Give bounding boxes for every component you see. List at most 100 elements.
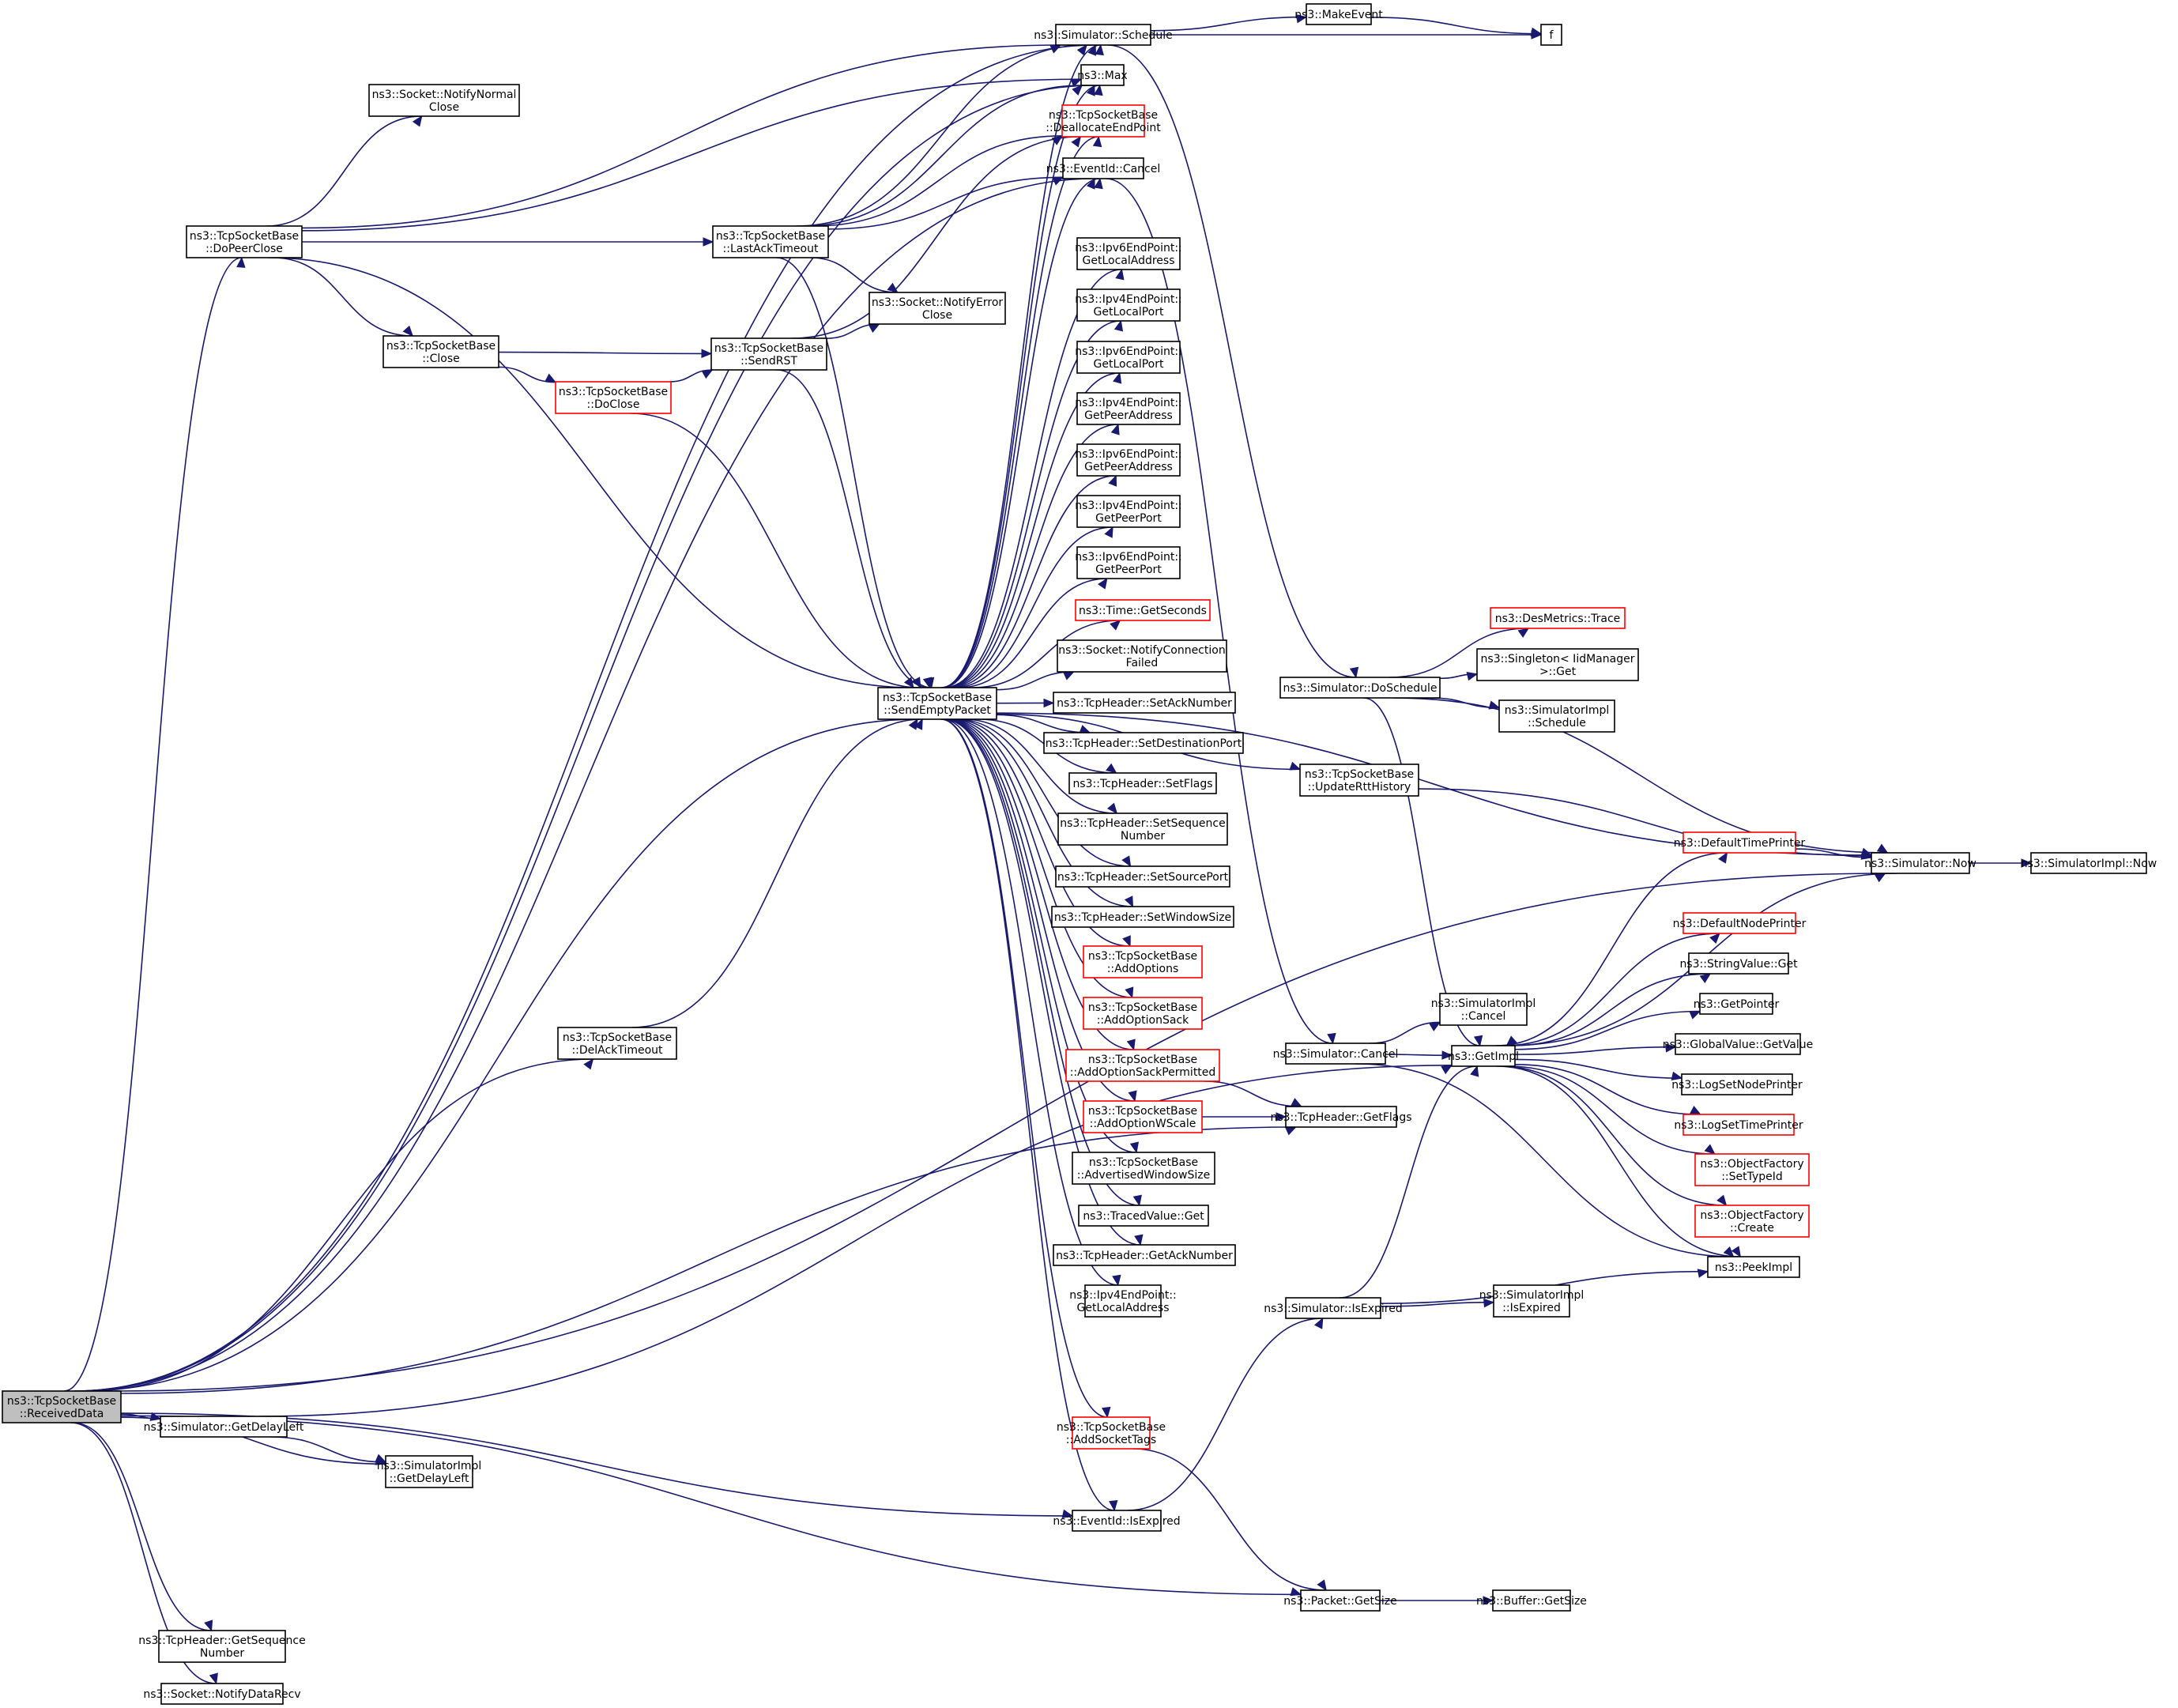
node-box[interactable] — [385, 1455, 473, 1488]
node-box[interactable] — [1076, 392, 1181, 425]
node-box[interactable] — [1490, 607, 1626, 629]
node-getflags[interactable]: ns3::TcpHeader::GetFlags — [1270, 1106, 1412, 1128]
node-box[interactable] — [1076, 288, 1181, 322]
node-box[interactable] — [1707, 1256, 1800, 1278]
node-implgetdelayleft[interactable]: ns3::SimulatorImpl::GetDelayLeft — [377, 1455, 482, 1488]
node-tracedget[interactable]: ns3::TracedValue::Get — [1078, 1205, 1209, 1227]
node-box[interactable] — [368, 84, 520, 117]
node-desmetrics[interactable]: ns3::DesMetrics::Trace — [1490, 607, 1626, 629]
node-box[interactable] — [1072, 1152, 1215, 1185]
node-box[interactable] — [1682, 831, 1796, 854]
node-box[interactable] — [877, 687, 997, 720]
node-ipv6localaddr[interactable]: ns3::Ipv6EndPoint::GetLocalAddress — [1075, 237, 1182, 270]
node-simcancel[interactable]: ns3::Simulator::Cancel — [1273, 1043, 1399, 1065]
node-box[interactable] — [1675, 1033, 1801, 1055]
node-f[interactable]: f — [1540, 24, 1562, 46]
node-stringvalueget[interactable]: ns3::StringValue::Get — [1679, 952, 1798, 975]
node-doschedule[interactable]: ns3::Simulator::DoSchedule — [1279, 677, 1441, 699]
node-box[interactable] — [1682, 1114, 1795, 1136]
node-setflags[interactable]: ns3::TcpHeader::SetFlags — [1068, 772, 1217, 794]
node-addoptions[interactable]: ns3::TcpSocketBase::AddOptions — [1083, 945, 1203, 978]
node-box[interactable] — [557, 1027, 677, 1060]
node-implcancel[interactable]: ns3::SimulatorImpl::Cancel — [1431, 993, 1536, 1026]
node-globalvalue[interactable]: ns3::GlobalValue::GetValue — [1663, 1033, 1813, 1055]
node-box[interactable] — [1451, 1045, 1516, 1067]
node-box[interactable] — [1492, 1589, 1571, 1612]
node-setwinsize[interactable]: ns3::TcpHeader::SetWindowSize — [1051, 906, 1234, 928]
node-box[interactable] — [1080, 64, 1125, 86]
node-box[interactable] — [1053, 1244, 1236, 1266]
node-box[interactable] — [1300, 1589, 1381, 1612]
node-ipv6peeraddr[interactable]: ns3::Ipv6EndPoint::GetPeerAddress — [1075, 443, 1182, 477]
node-box[interactable] — [1682, 912, 1796, 934]
node-eventcancel[interactable]: ns3::EventId::Cancel — [1046, 157, 1161, 179]
node-delacktimeout[interactable]: ns3::TcpSocketBase::DelAckTimeout — [557, 1027, 677, 1060]
node-box[interactable] — [1043, 732, 1244, 754]
node-box[interactable] — [1699, 993, 1773, 1015]
node-makeevent[interactable]: ns3::MakeEvent — [1294, 3, 1383, 25]
node-box[interactable] — [1078, 1205, 1209, 1227]
node-box[interactable] — [1075, 599, 1211, 621]
node-logsettimeprinter[interactable]: ns3::LogSetTimePrinter — [1674, 1114, 1803, 1136]
node-box[interactable] — [1681, 1073, 1793, 1095]
node-getdelayleft[interactable]: ns3::Simulator::GetDelayLeft — [144, 1416, 304, 1438]
node-box[interactable] — [1076, 495, 1181, 528]
node-box[interactable] — [1072, 1416, 1151, 1450]
node-defaulttimeprinter[interactable]: ns3::DefaultTimePrinter — [1674, 831, 1806, 854]
node-lastacktimeout[interactable]: ns3::TcpSocketBase::LastAckTimeout — [712, 225, 829, 258]
node-box[interactable] — [382, 335, 499, 368]
node-setacknum[interactable]: ns3::TcpHeader::SetAckNumber — [1053, 692, 1236, 714]
node-box[interactable] — [160, 1683, 284, 1705]
node-implnow[interactable]: ns3::SimulatorImpl::Now — [2021, 852, 2157, 874]
node-box[interactable] — [1493, 1284, 1570, 1318]
node-box[interactable] — [1285, 1106, 1397, 1128]
node-box[interactable] — [1061, 104, 1145, 138]
node-box[interactable] — [186, 225, 303, 258]
node-addoptsackperm[interactable]: ns3::TcpSocketBase::AddOptionSackPermitt… — [1065, 1049, 1220, 1082]
node-box[interactable] — [710, 337, 827, 371]
node-objcreate[interactable]: ns3::ObjectFactory::Create — [1694, 1205, 1810, 1238]
node-box[interactable] — [1285, 1043, 1386, 1065]
node-box[interactable] — [1076, 443, 1181, 477]
node-ipv6localport[interactable]: ns3::Ipv6EndPoint::GetLocalPort — [1075, 341, 1182, 374]
node-box[interactable] — [2030, 852, 2147, 874]
node-box[interactable] — [160, 1416, 288, 1438]
node-ipv4localport[interactable]: ns3::Ipv4EndPoint::GetLocalPort — [1075, 288, 1182, 322]
node-box[interactable] — [1068, 772, 1217, 794]
node-box[interactable] — [1083, 997, 1203, 1030]
node-box[interactable] — [1476, 648, 1639, 681]
node-ipv6peerport[interactable]: ns3::Ipv6EndPoint::GetPeerPort — [1075, 546, 1182, 579]
node-box[interactable] — [869, 292, 1006, 325]
node-box[interactable] — [1083, 945, 1203, 978]
node-box[interactable] — [2, 1390, 122, 1423]
node-simnow[interactable]: ns3::Simulator::Now — [1864, 852, 1976, 874]
node-simisexpired[interactable]: ns3::Simulator::IsExpired — [1264, 1297, 1403, 1319]
node-box[interactable] — [1055, 865, 1230, 888]
node-addoptionsack[interactable]: ns3::TcpSocketBase::AddOptionSack — [1083, 997, 1203, 1030]
node-setsrcport[interactable]: ns3::TcpHeader::SetSourcePort — [1055, 865, 1230, 888]
node-box[interactable] — [1306, 3, 1372, 25]
node-ipv4localaddr[interactable]: ns3::Ipv4EndPoint::GetLocalAddress — [1069, 1284, 1177, 1318]
node-doclose[interactable]: ns3::TcpSocketBase::DoClose — [555, 381, 672, 414]
node-ipv4peerport[interactable]: ns3::Ipv4EndPoint::GetPeerPort — [1075, 495, 1182, 528]
node-packetgetsize[interactable]: ns3::Packet::GetSize — [1283, 1589, 1397, 1612]
node-root[interactable]: ns3::TcpSocketBase::ReceivedData — [2, 1390, 122, 1423]
node-getseconds[interactable]: ns3::Time::GetSeconds — [1075, 599, 1211, 621]
node-max[interactable]: ns3::Max — [1077, 64, 1128, 86]
node-singleton[interactable]: ns3::Singleton< IidManager >::Get — [1476, 648, 1639, 681]
node-box[interactable] — [1076, 341, 1181, 374]
node-box[interactable] — [1871, 852, 1970, 874]
node-box[interactable] — [1072, 1510, 1162, 1532]
node-dopeerclose[interactable]: ns3::TcpSocketBase::DoPeerClose — [186, 225, 303, 258]
node-advwinsize[interactable]: ns3::TcpSocketBase::AdvertisedWindowSize — [1072, 1152, 1215, 1185]
node-box[interactable] — [1299, 764, 1419, 797]
node-box[interactable] — [712, 225, 829, 258]
node-box[interactable] — [1055, 24, 1151, 46]
node-implisexpired[interactable]: ns3::SimulatorImpl::IsExpired — [1479, 1284, 1585, 1318]
node-box[interactable] — [1062, 157, 1144, 179]
node-box[interactable] — [1694, 1153, 1810, 1186]
